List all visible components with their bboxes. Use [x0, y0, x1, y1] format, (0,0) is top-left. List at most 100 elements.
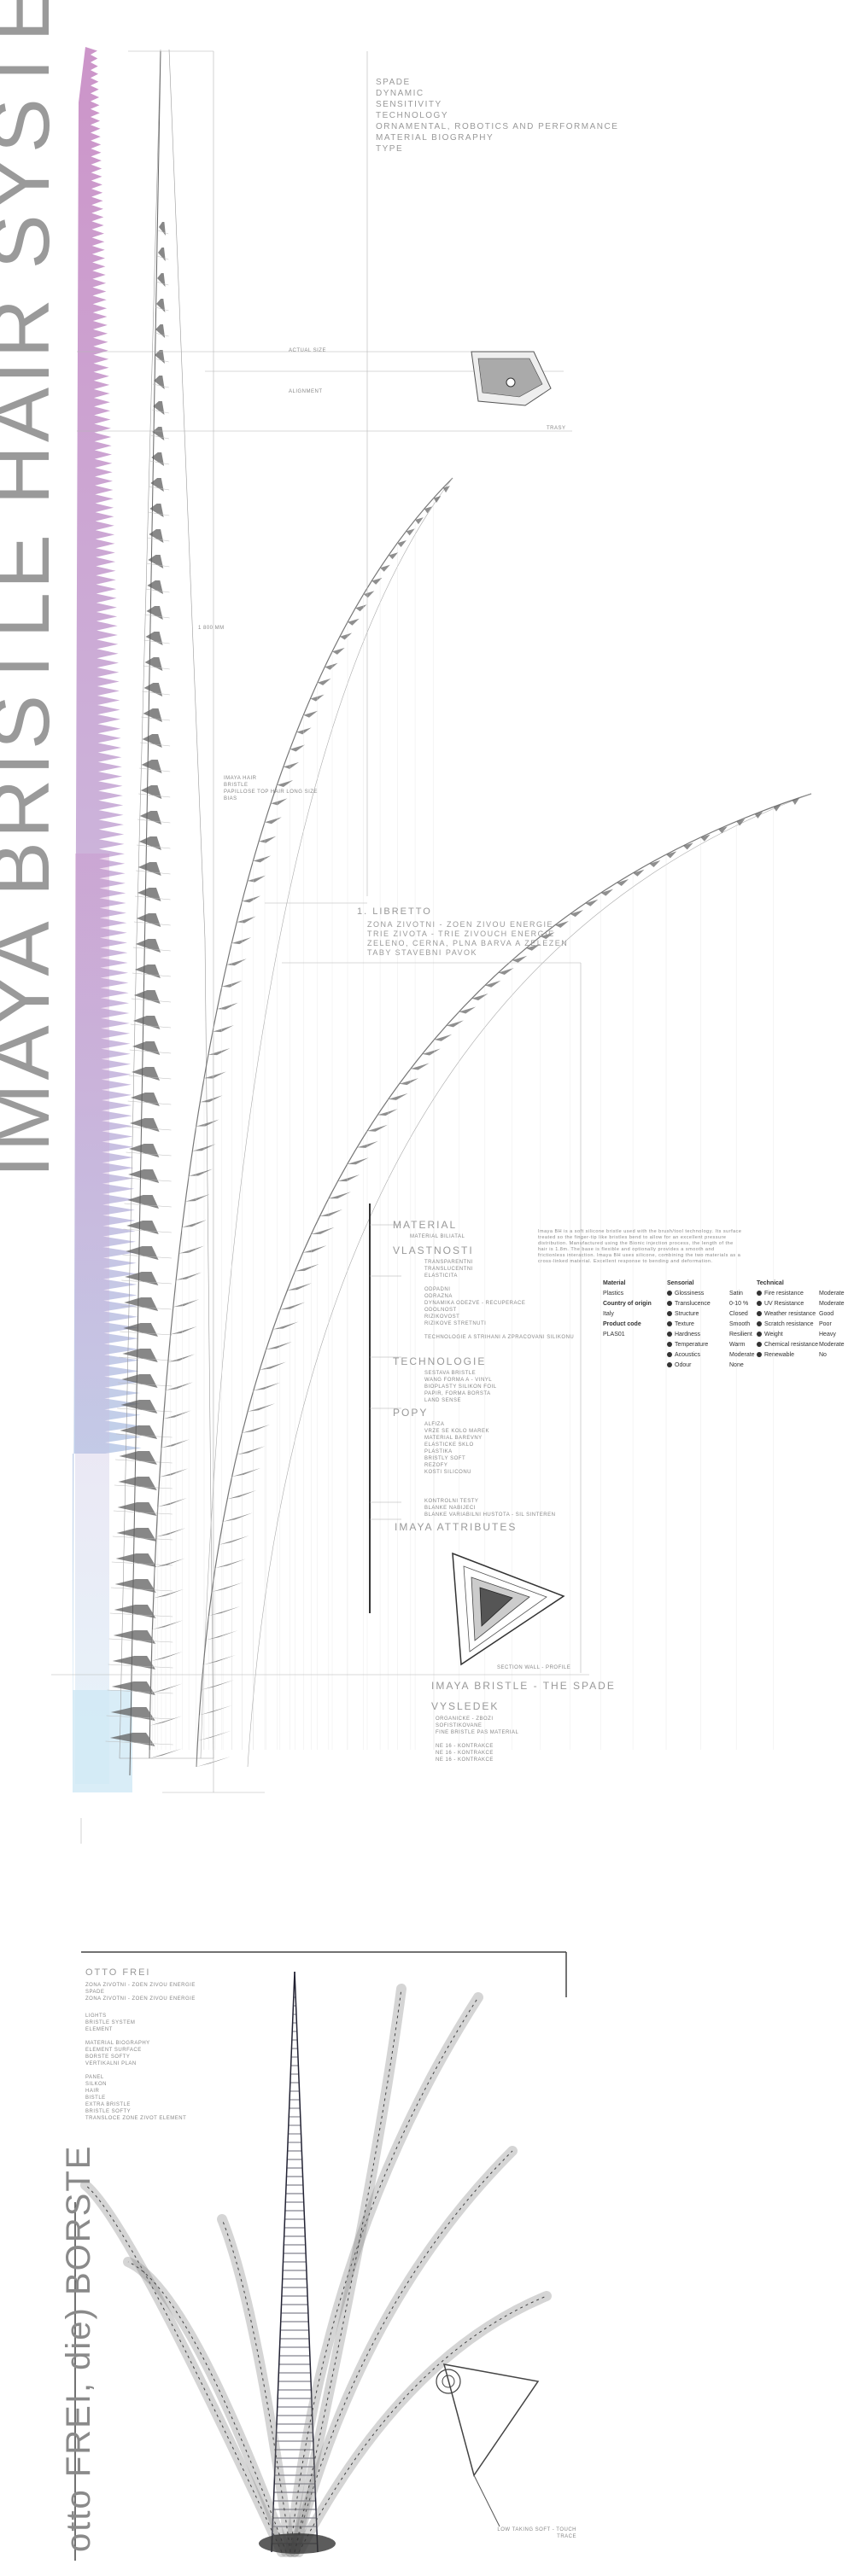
label-alignment: ALIGNMENT	[289, 389, 323, 394]
attributes-heading: IMAYA ATTRIBUTES	[395, 1521, 518, 1533]
bristle-segment	[118, 1477, 157, 1490]
bristle-segment	[154, 376, 165, 389]
curve-segment	[260, 1361, 286, 1370]
segment-hatch	[132, 972, 171, 977]
row-value: Moderate	[819, 1342, 845, 1348]
bristle-segment	[133, 990, 161, 1004]
curve-segment	[347, 1157, 369, 1165]
curve-segment	[303, 710, 319, 718]
main-bristle	[105, 49, 214, 1776]
list-item: NE 16 - KONTRAKCE	[436, 1744, 494, 1749]
curve-segment	[155, 1558, 185, 1568]
bullet-icon	[667, 1352, 672, 1358]
hair-base	[75, 854, 109, 1784]
curve-segment	[442, 486, 450, 493]
curve-segment	[397, 540, 407, 548]
curve-segment	[203, 1655, 237, 1665]
libretto-heading: 1. LIBRETTO	[357, 906, 432, 917]
bristle-segment	[136, 913, 161, 927]
curve-segment	[540, 932, 555, 940]
segment-hatch	[157, 255, 169, 260]
segment-hatch	[114, 1484, 173, 1489]
bristle-segment	[120, 1425, 158, 1439]
segment-hatch	[109, 1612, 173, 1617]
segment-hatch	[106, 1715, 173, 1720]
bullet-icon	[757, 1352, 762, 1358]
list-item: ODPADNI	[424, 1287, 451, 1292]
label-actual-size: ACTUAL SIZE	[289, 348, 326, 353]
segment-hatch	[111, 1561, 173, 1566]
curve-segment	[406, 528, 415, 536]
curve-segment	[166, 1382, 193, 1390]
row-label: Translucence	[675, 1301, 711, 1307]
bristle-segment	[114, 1579, 156, 1593]
bullet-icon	[667, 1332, 672, 1338]
segment-hatch	[142, 691, 170, 696]
curve-segment	[272, 1321, 299, 1330]
curve-segment	[311, 1227, 335, 1234]
curve-segment	[422, 1048, 441, 1056]
segment-hatch	[113, 1510, 173, 1515]
bristle-segment	[155, 324, 166, 338]
segment-hatch	[139, 767, 171, 772]
triangle-section	[452, 1552, 565, 1666]
bullet-icon	[667, 1291, 672, 1297]
curve-segment	[173, 1299, 200, 1308]
list-item: LIGHTS	[85, 2014, 107, 2019]
bristle-segment	[152, 427, 165, 440]
segment-hatch	[127, 1100, 172, 1105]
list-item: TABY STAVEBNI PAVOK	[367, 948, 478, 957]
list-item: ELASTICITA	[424, 1273, 458, 1279]
bristle-segment	[137, 862, 161, 876]
bristle-spine	[129, 50, 161, 1776]
curve-segment	[700, 834, 711, 842]
bullet-icon	[667, 1362, 672, 1368]
curve-segment	[389, 552, 399, 560]
list-item: SPADE	[85, 1990, 105, 1995]
row-label: Hardness	[675, 1332, 700, 1338]
hair-root-block	[73, 1690, 132, 1792]
bullet-icon	[667, 1342, 672, 1348]
list-item: PAPIR, FORMA BORSTA	[424, 1391, 491, 1396]
curve-segment	[247, 875, 266, 883]
curve-segment	[279, 1302, 306, 1310]
curve-segment	[471, 994, 488, 1001]
bristle-segment	[143, 708, 162, 722]
list-item: BIAS	[224, 796, 237, 801]
segment-hatch	[105, 1740, 173, 1746]
curve-segment	[296, 727, 312, 735]
curve-segment	[585, 899, 599, 906]
curve-segment	[185, 1194, 210, 1202]
list-item: WANG FORMA A - VINYL	[424, 1378, 493, 1383]
row-value: Closed	[729, 1311, 748, 1317]
bristle-segment	[159, 222, 166, 236]
bristle-segment	[156, 299, 166, 312]
curve-outline	[200, 477, 453, 1759]
curve-segment	[287, 1283, 313, 1291]
segment-hatch	[129, 1049, 172, 1054]
bristle-segment	[158, 248, 166, 261]
material-value: Plastics	[603, 1291, 624, 1297]
guide-lines	[51, 50, 589, 1844]
curve-segment	[157, 1498, 187, 1507]
curve-segment	[377, 1109, 398, 1116]
list-item: BRISTLE SOFTY	[85, 2109, 132, 2114]
curve-segment	[253, 1382, 281, 1391]
curve-segment	[357, 1140, 378, 1148]
row-value: Good	[819, 1311, 834, 1317]
bristle-segment	[115, 1553, 157, 1567]
row-label: Fire resistance	[764, 1291, 804, 1297]
table-header: Technical	[757, 1280, 784, 1286]
technologie-heading: TECHNOLOGIE	[393, 1355, 487, 1367]
bristle-segment	[113, 1630, 156, 1644]
